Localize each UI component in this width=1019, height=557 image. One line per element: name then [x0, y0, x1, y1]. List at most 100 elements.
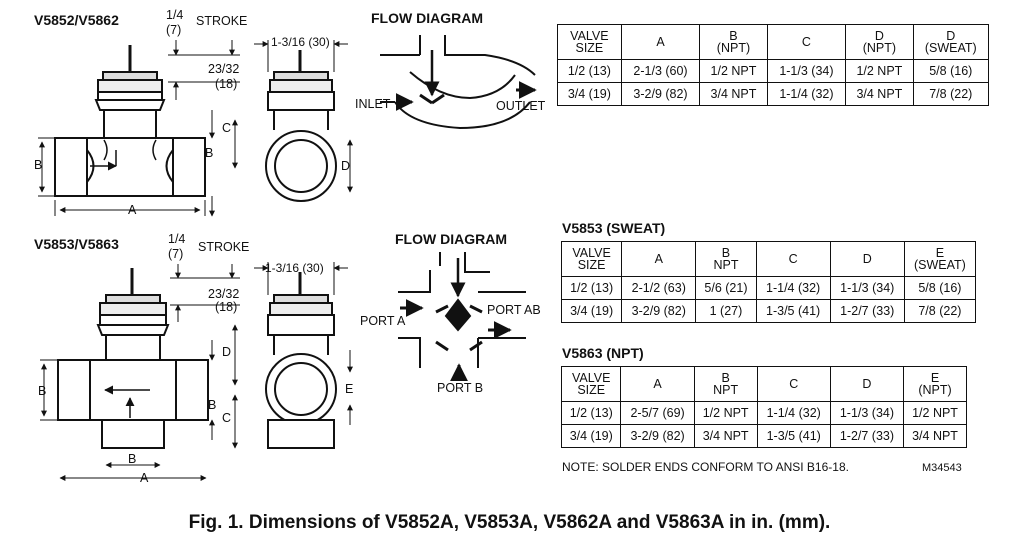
table-cell: 1-1/3 (34) [829, 276, 905, 300]
table-cell: 3/4 NPT [845, 82, 914, 106]
top-outlet-label: OUTLET [496, 99, 546, 113]
solder-note: NOTE: SOLDER ENDS CONFORM TO ANSI B16-18… [562, 460, 849, 474]
table-cell: 1-1/4 (32) [756, 401, 831, 425]
port-ab-label: PORT AB [487, 303, 541, 317]
table-cell: 5/6 (21) [695, 276, 757, 300]
bottom-letter-a: A [140, 471, 149, 485]
top-dim-height: 23/32 [208, 62, 240, 76]
table-row: 3/4 (19)3-2/9 (82)1 (27)1-3/5 (41)1-2/7 … [560, 299, 977, 323]
table-cell: 1/2 NPT [693, 401, 758, 425]
table-cell: 2-1/2 (63) [621, 276, 697, 300]
bottom-side-view [40, 264, 240, 481]
table-cell: 1/2 NPT [699, 59, 768, 83]
top-side-view [38, 40, 240, 217]
sweat-table-title: V5853 (SWEAT) [562, 220, 666, 236]
table-cell: 1-1/4 (32) [755, 276, 831, 300]
table-header-cell: C [756, 366, 831, 402]
table-header-cell: C [766, 24, 847, 60]
table-cell: 3-2/9 (82) [621, 299, 697, 323]
bottom-end-view [254, 262, 353, 449]
table-cell: 1-2/7 (33) [829, 424, 905, 448]
table-cell: 3/4 (19) [560, 424, 622, 448]
table-cell: 7/8 (22) [912, 82, 990, 106]
table-cell: 1-3/5 (41) [755, 299, 831, 323]
bottom-letter-b-right: B [208, 398, 217, 412]
top-letter-a: A [128, 203, 137, 217]
top-inlet-label: INLET [355, 97, 391, 111]
table-cell: 1/2 (13) [560, 276, 623, 300]
bottom-dim-height: 23/32 [208, 287, 240, 301]
bottom-model-label: V5853/V5863 [34, 236, 119, 252]
table-cell: 1/2 NPT [903, 401, 967, 425]
port-b-label: PORT B [437, 381, 484, 395]
bottom-flow-diagram [398, 252, 526, 382]
top-model-label: V5852/V5862 [34, 12, 119, 28]
top-dim-top-width: 1-3/16 (30) [271, 35, 330, 49]
table-header-cell: C [755, 241, 831, 277]
table-cell: 2-1/3 (60) [620, 59, 701, 83]
table-cell: 1-1/3 (34) [829, 401, 905, 425]
bottom-dim-top-width: 1-3/16 (30) [265, 261, 324, 275]
bottom-flow-title: FLOW DIAGRAM [395, 231, 507, 247]
table-cell: 3-2/9 (82) [620, 424, 695, 448]
table-header-cell: D [829, 241, 905, 277]
top-stroke-value: 1/4 [166, 8, 184, 22]
table-cell: 3-2/9 (82) [620, 82, 701, 106]
table-header-cell: D [829, 366, 905, 402]
top-letter-b-left: B [34, 158, 43, 172]
bottom-stroke-value: 1/4 [168, 232, 186, 246]
bottom-letter-b-left: B [38, 384, 47, 398]
bottom-letter-d: D [222, 345, 232, 359]
table-cell: 1/2 (13) [557, 59, 622, 83]
table-header-cell: D(SWEAT) [912, 24, 990, 60]
table-cell: 1 (27) [695, 299, 757, 323]
table-header-cell: D(NPT) [845, 24, 914, 60]
table-header-cell: E(SWEAT) [903, 241, 977, 277]
table-cell: 1/2 NPT [845, 59, 914, 83]
table-cell: 1-2/7 (33) [829, 299, 905, 323]
table-header-cell: B(NPT) [699, 24, 768, 60]
top-letter-d: D [341, 159, 351, 173]
bottom-letter-e: E [345, 382, 354, 396]
table-cell: 3/4 (19) [560, 299, 623, 323]
table-row: 1/2 (13)2-1/2 (63)5/6 (21)1-1/4 (32)1-1/… [560, 276, 977, 300]
npt-table-title: V5863 (NPT) [562, 345, 644, 361]
bottom-letter-c: C [222, 411, 232, 425]
top-letter-b-right: B [205, 146, 214, 160]
table-cell: 5/8 (16) [912, 59, 990, 83]
table-cell: 3/4 NPT [699, 82, 768, 106]
figure-caption: Fig. 1. Dimensions of V5852A, V5853A, V5… [188, 512, 831, 533]
table-cell: 1-3/5 (41) [756, 424, 831, 448]
top-stroke-label: STROKE [196, 14, 248, 28]
table-cell: 5/8 (16) [903, 276, 977, 300]
table-header-cell: E(NPT) [903, 366, 967, 402]
top-stroke-mm: (7) [166, 23, 182, 37]
table-cell: 1-1/4 (32) [766, 82, 847, 106]
table-cell: 2-5/7 (69) [620, 401, 695, 425]
top-flow-diagram [380, 35, 537, 130]
top-dim-height-mm: (18) [215, 77, 238, 91]
top-letter-c: C [222, 121, 232, 135]
table-header-cell: A [620, 24, 701, 60]
table-cell: 3/4 NPT [693, 424, 758, 448]
bottom-dim-height-mm: (18) [215, 300, 238, 314]
table-header-cell: A [621, 241, 697, 277]
table-header-cell: A [620, 366, 695, 402]
bottom-stroke-label: STROKE [198, 240, 250, 254]
